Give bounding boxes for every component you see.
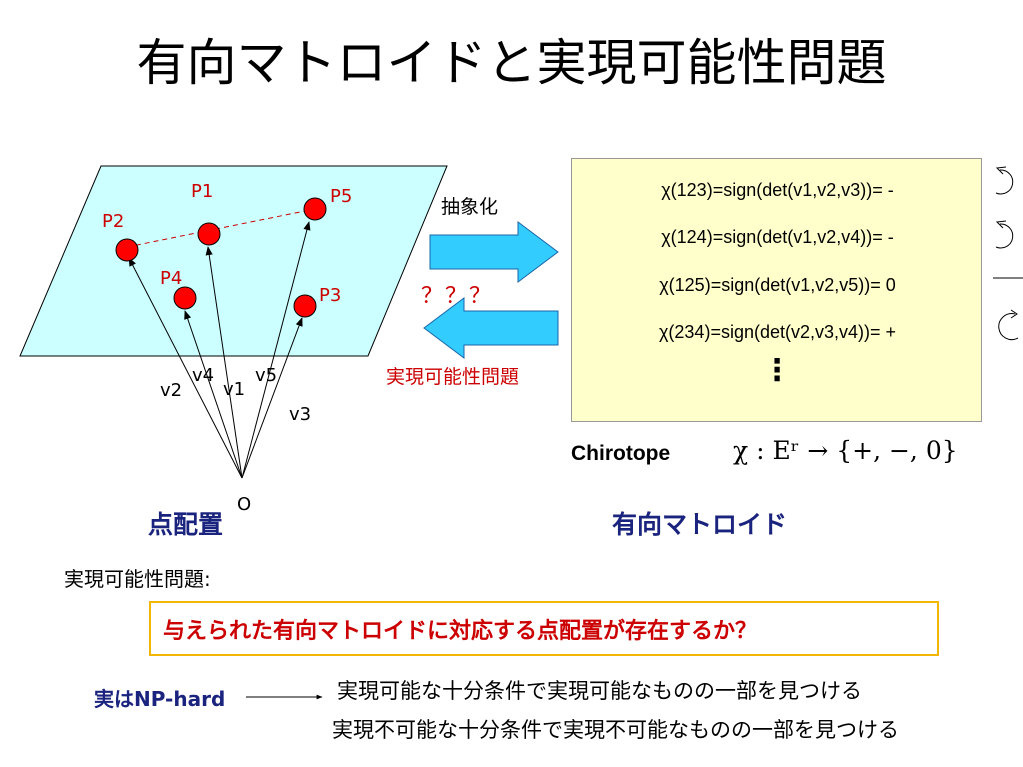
counterclockwise-orientation-icon — [995, 166, 1014, 195]
vector-v1-arrow — [205, 246, 243, 479]
counterclockwise-orientation-icon — [995, 220, 1014, 249]
chirotope-row: χ(124)=sign(det(v1,v2,v4))= - — [661, 227, 894, 247]
abstraction-arrow — [429, 221, 559, 283]
collinear-dashed-line — [126, 208, 316, 248]
point-p2 — [115, 238, 139, 262]
point-p5 — [303, 197, 327, 221]
approach-non-realizable: 実現不可能な十分条件で実現不可能なものの一部を見つける — [332, 718, 899, 742]
vector-arrows — [128, 221, 311, 479]
vector-v5-arrow — [241, 221, 311, 479]
clockwise-orientation-icon — [998, 309, 1019, 341]
origin-label: O — [237, 494, 251, 515]
point-label-p3: P3 — [319, 285, 341, 306]
realizability-arrow-label: 実現可能性問題 — [386, 366, 520, 388]
problem-text: 与えられた有向マトロイドに対応する点配置が存在するか？ — [163, 619, 758, 644]
point-p4 — [173, 286, 197, 310]
point-label-p5: P5 — [330, 186, 352, 207]
points — [115, 197, 327, 318]
vector-label-v4: v4 — [192, 365, 214, 386]
vector-v2-arrow — [128, 257, 243, 479]
point-plane — [19, 165, 448, 357]
chirotope-row: χ(123)=sign(det(v1,v2,v3))= - — [661, 180, 894, 200]
point-label-p1: P1 — [191, 181, 213, 202]
vector-label-v5: v5 — [255, 365, 277, 386]
chirotope-box: χ(123)=sign(det(v1,v2,v3))= - χ(124)=sig… — [571, 158, 982, 422]
chirotope-formula: χ : Eʳ → {+, −, 0} — [733, 436, 958, 465]
chirotope-row: χ(234)=sign(det(v2,v3,v4))= + — [658, 322, 897, 342]
problem-box: 与えられた有向マトロイドに対応する点配置が存在するか？ — [149, 601, 939, 656]
point-label-p2: P2 — [102, 211, 124, 232]
abstraction-label: 抽象化 — [441, 196, 499, 218]
chirotope-row: χ(125)=sign(det(v1,v2,v5))= 0 — [659, 275, 896, 295]
np-hard-label: 実はNP-hard — [94, 687, 226, 711]
page-title: 有向マトロイドと実現可能性問題 — [136, 34, 887, 92]
unknown-label: ？？？ — [421, 284, 494, 309]
vector-v3-arrow — [241, 317, 303, 479]
vector-label-v3: v3 — [289, 404, 311, 425]
problem-heading: 実現可能性問題: — [64, 567, 211, 591]
point-p3 — [293, 294, 317, 318]
realizability-arrow — [423, 297, 559, 359]
oriented-matroid-label: 有向マトロイド — [612, 510, 788, 539]
chirotope-ellipsis: ⋮ — [762, 353, 792, 388]
point-config-label: 点配置 — [148, 510, 224, 539]
point-p1 — [197, 222, 221, 246]
vector-v4-arrow — [184, 310, 243, 479]
point-label-p4: P4 — [160, 268, 182, 289]
chirotope-label: Chirotope — [571, 442, 671, 465]
vector-label-v2: v2 — [160, 380, 182, 401]
vector-label-v1: v1 — [223, 379, 245, 400]
approach-realizable: 実現可能な十分条件で実現可能なものの一部を見つける — [337, 679, 862, 703]
